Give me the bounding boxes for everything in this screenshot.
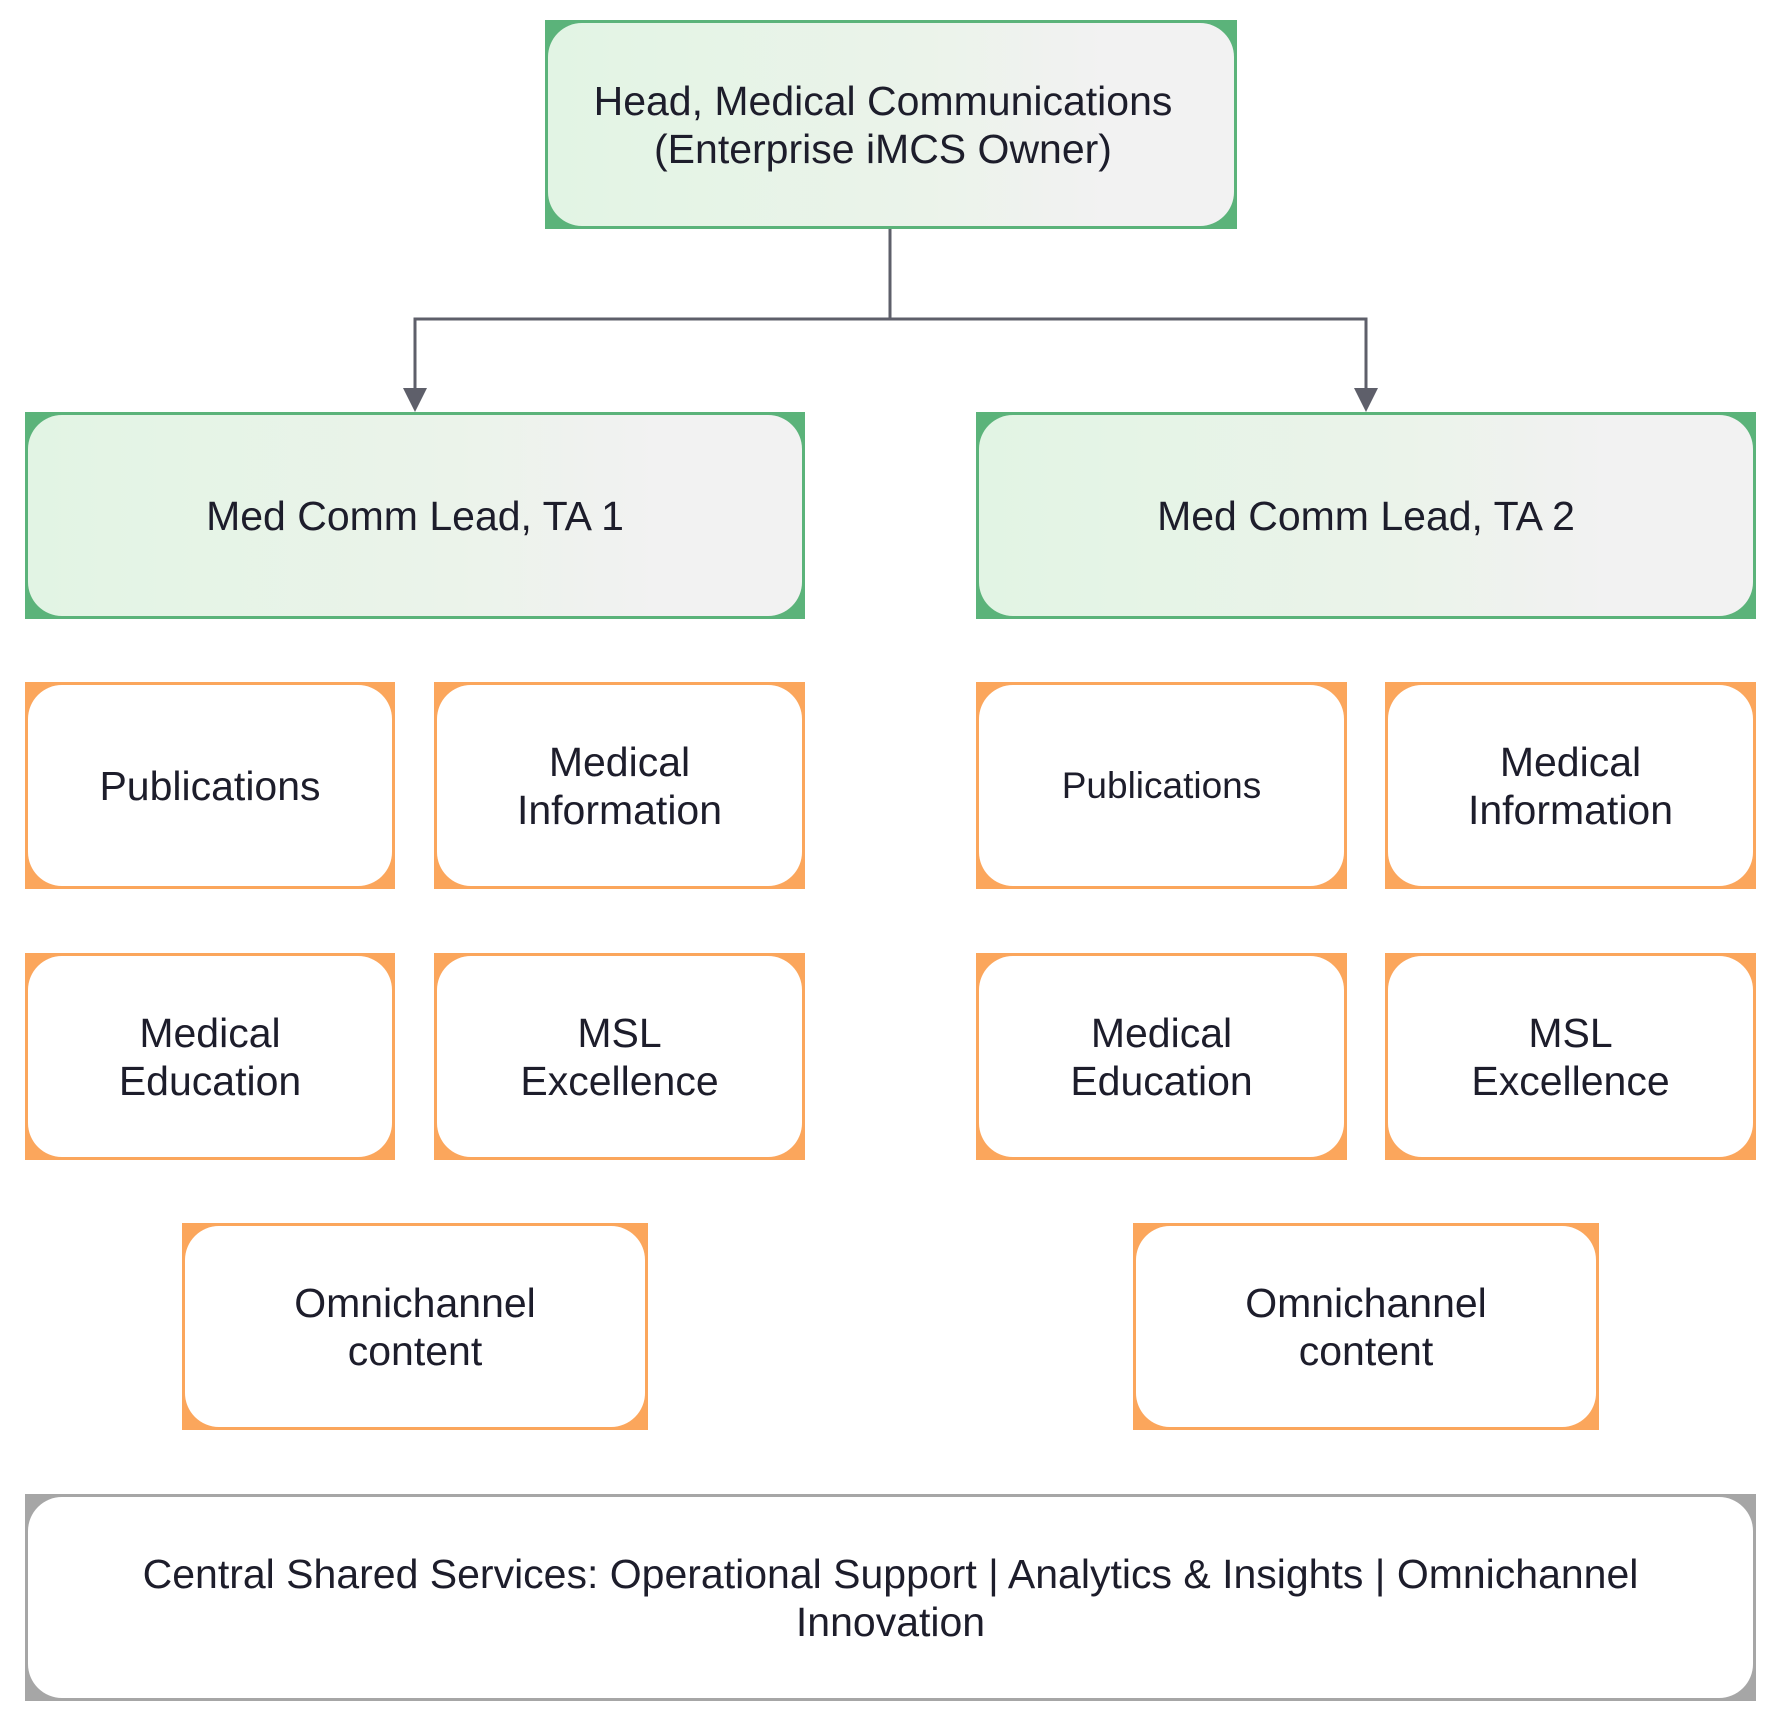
ta2-omnichannel-content-box[interactable]: Omnichannel content: [1133, 1223, 1599, 1430]
lead-node-ta2-body: Med Comm Lead, TA 2: [979, 415, 1753, 616]
ta2-publications-label: Publications: [1061, 764, 1262, 806]
ta1-msl-excellence-body: MSL Excellence: [437, 956, 802, 1157]
ta2-omnichannel-content-label: Omnichannel content: [1245, 1279, 1487, 1374]
head-node-body: Head, Medical Communications (Enterprise…: [548, 23, 1234, 226]
lead-node-ta2-label: Med Comm Lead, TA 2: [1157, 492, 1575, 539]
arrowhead-lead-2: [1354, 388, 1378, 412]
ta2-medical-information-label: Medical Information: [1467, 738, 1674, 833]
ta2-msl-excellence-label: MSL Excellence: [1471, 1009, 1670, 1104]
arrowhead-lead-1: [403, 388, 427, 412]
lead-node-ta1-body: Med Comm Lead, TA 1: [28, 415, 802, 616]
ta1-medical-education-label: Medical Education: [118, 1009, 302, 1104]
ta1-medical-information-label: Medical Information: [516, 738, 723, 833]
ta2-publications-body: Publications: [979, 685, 1344, 886]
ta2-medical-information-box[interactable]: Medical Information: [1385, 682, 1756, 889]
ta1-msl-excellence-label: MSL Excellence: [520, 1009, 719, 1104]
ta1-publications-body: Publications: [28, 685, 392, 886]
ta1-msl-excellence-box[interactable]: MSL Excellence: [434, 953, 805, 1160]
ta1-publications-label: Publications: [99, 762, 321, 809]
ta2-medical-information-body: Medical Information: [1388, 685, 1753, 886]
ta1-omnichannel-content-body: Omnichannel content: [185, 1226, 645, 1427]
ta2-omnichannel-content-body: Omnichannel content: [1136, 1226, 1596, 1427]
shared-services-label: Central Shared Services: Operational Sup…: [142, 1550, 1639, 1645]
shared-services-body: Central Shared Services: Operational Sup…: [28, 1497, 1753, 1698]
connector-to-lead-2: [890, 317, 1368, 394]
lead-node-ta1[interactable]: Med Comm Lead, TA 1: [25, 412, 805, 619]
lead-node-ta2[interactable]: Med Comm Lead, TA 2: [976, 412, 1756, 619]
ta2-medical-education-label: Medical Education: [1070, 1009, 1253, 1104]
ta2-medical-education-box[interactable]: Medical Education: [976, 953, 1347, 1160]
ta2-msl-excellence-body: MSL Excellence: [1388, 956, 1753, 1157]
head-node[interactable]: Head, Medical Communications (Enterprise…: [545, 20, 1237, 229]
head-node-label: Head, Medical Communications (Enterprise…: [593, 77, 1173, 172]
connector-to-lead-1: [413, 317, 890, 394]
ta1-omnichannel-content-box[interactable]: Omnichannel content: [182, 1223, 648, 1430]
ta1-medical-information-box[interactable]: Medical Information: [434, 682, 805, 889]
shared-services-box[interactable]: Central Shared Services: Operational Sup…: [25, 1494, 1756, 1701]
ta1-medical-education-box[interactable]: Medical Education: [25, 953, 395, 1160]
ta1-medical-information-body: Medical Information: [437, 685, 802, 886]
ta2-publications-box[interactable]: Publications: [976, 682, 1347, 889]
lead-node-ta1-label: Med Comm Lead, TA 1: [206, 492, 624, 539]
ta1-medical-education-body: Medical Education: [28, 956, 392, 1157]
ta1-omnichannel-content-label: Omnichannel content: [294, 1279, 536, 1374]
ta1-publications-box[interactable]: Publications: [25, 682, 395, 889]
ta2-medical-education-body: Medical Education: [979, 956, 1344, 1157]
ta2-msl-excellence-box[interactable]: MSL Excellence: [1385, 953, 1756, 1160]
